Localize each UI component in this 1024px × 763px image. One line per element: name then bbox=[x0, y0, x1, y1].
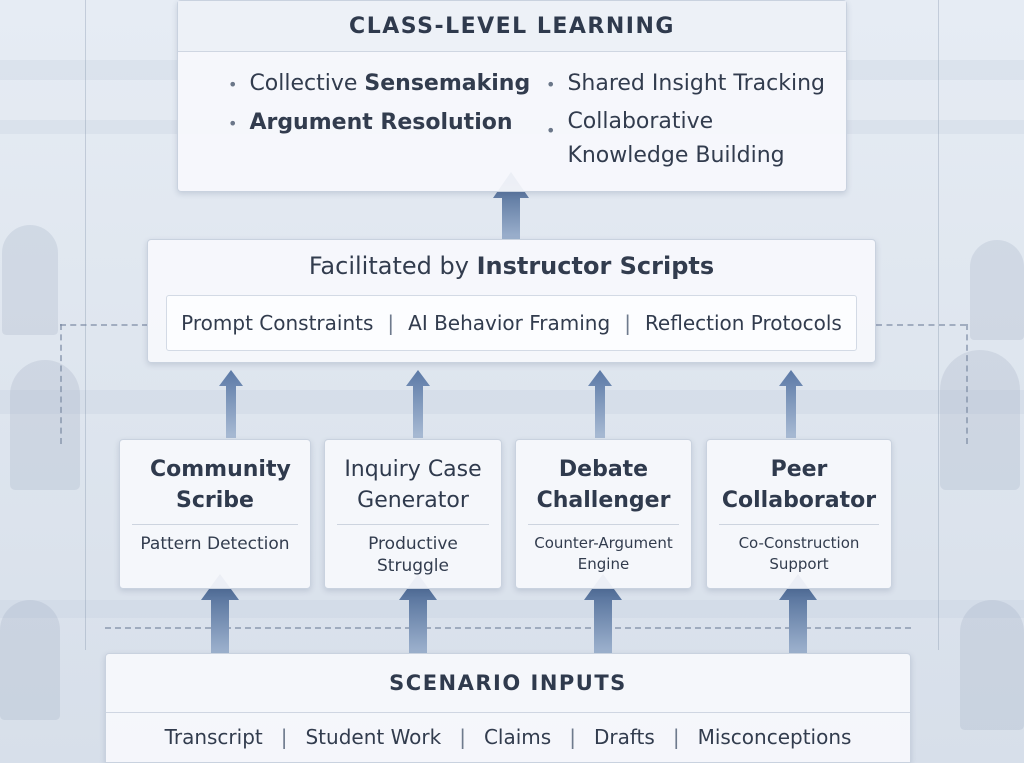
agent-card-inquiry-case-generator: Inquiry Case Generator Productive Strugg… bbox=[324, 439, 502, 589]
agent-card-peer-collaborator: Peer Collaborator Co-Construction Suppor… bbox=[706, 439, 892, 589]
background-band bbox=[0, 390, 1024, 414]
background-figure bbox=[2, 225, 58, 335]
item-bold-text: Sensemaking bbox=[364, 71, 531, 96]
bullet-icon: • bbox=[228, 114, 238, 133]
separator: | bbox=[672, 725, 680, 749]
agent-title: Inquiry Case Generator bbox=[344, 457, 482, 513]
dashed-connector bbox=[876, 324, 966, 326]
scenario-item: Drafts bbox=[593, 725, 655, 749]
class-level-title: CLASS-LEVEL LEARNING bbox=[178, 1, 846, 52]
dashed-connector bbox=[60, 324, 62, 444]
dashed-connector bbox=[60, 324, 148, 326]
background-figure bbox=[0, 600, 60, 720]
agent-divider bbox=[528, 524, 679, 525]
separator: | bbox=[280, 725, 288, 749]
agent-title: Community Scribe bbox=[150, 457, 291, 513]
scenario-item: Claims bbox=[483, 725, 552, 749]
separator: | bbox=[569, 725, 576, 749]
separator: | bbox=[459, 725, 466, 749]
facilitation-items: Prompt Constraints | AI Behavior Framing… bbox=[166, 295, 857, 351]
scenario-title: SCENARIO INPUTS bbox=[106, 654, 910, 713]
bullet-icon: • bbox=[546, 75, 556, 94]
background-figure bbox=[960, 600, 1024, 730]
background-figure bbox=[970, 240, 1024, 340]
agent-divider bbox=[132, 524, 298, 525]
scenario-inputs-panel: SCENARIO INPUTS Transcript | Student Wor… bbox=[105, 653, 911, 763]
agent-card-debate-challenger: Debate Challenger Counter-Argument Engin… bbox=[515, 439, 692, 589]
agent-subtitle: Pattern Detection bbox=[140, 534, 290, 554]
background-figure bbox=[10, 360, 80, 490]
facilitation-title-text: Facilitated by bbox=[308, 252, 477, 280]
facilitation-title: Facilitated by Instructor Scripts bbox=[148, 252, 875, 280]
up-arrow-icon bbox=[584, 574, 622, 654]
dashed-connector bbox=[105, 627, 911, 629]
up-arrow-icon bbox=[779, 370, 803, 438]
facilitation-title-bold: Instructor Scripts bbox=[476, 252, 715, 280]
class-level-item: • Argument Resolution bbox=[228, 110, 513, 135]
item-text: Collaborative Knowledge Building bbox=[567, 109, 785, 168]
up-arrow-icon bbox=[779, 574, 817, 654]
class-level-item: • Collective Sensemaking bbox=[228, 71, 530, 96]
class-level-item: • Collaborative Knowledge Building bbox=[546, 105, 826, 173]
scenario-item: Student Work bbox=[305, 725, 442, 749]
up-arrow-icon bbox=[201, 574, 239, 654]
up-arrow-icon bbox=[588, 370, 612, 438]
background-figure bbox=[940, 350, 1020, 490]
background-band bbox=[0, 600, 1024, 618]
up-arrow-icon bbox=[399, 574, 437, 654]
class-level-item: • Shared Insight Tracking bbox=[546, 71, 825, 96]
agent-title: Peer Collaborator bbox=[721, 457, 877, 513]
item-bold-text: Argument Resolution bbox=[249, 110, 513, 135]
agent-subtitle: Productive Struggle bbox=[368, 534, 458, 576]
scenario-items: Transcript | Student Work | Claims | Dra… bbox=[106, 712, 910, 762]
separator: | bbox=[624, 311, 631, 335]
up-arrow-icon bbox=[406, 370, 430, 438]
class-level-learning-panel: CLASS-LEVEL LEARNING • Collective Sensem… bbox=[177, 0, 847, 192]
facilitation-item: AI Behavior Framing bbox=[408, 311, 611, 335]
item-text: Shared Insight Tracking bbox=[567, 71, 826, 96]
up-arrow-icon bbox=[219, 370, 243, 438]
instructor-scripts-panel: Facilitated by Instructor Scripts Prompt… bbox=[147, 239, 876, 363]
agent-card-community-scribe: Community Scribe Pattern Detection bbox=[119, 439, 311, 589]
agent-subtitle: Counter-Argument Engine bbox=[534, 534, 673, 573]
bullet-icon: • bbox=[228, 75, 238, 94]
agent-title: Debate Challenger bbox=[536, 457, 671, 513]
dashed-connector bbox=[966, 324, 968, 444]
bullet-icon: • bbox=[546, 121, 556, 140]
facilitation-item: Prompt Constraints bbox=[181, 311, 374, 335]
agent-divider bbox=[719, 524, 879, 525]
agent-subtitle: Co-Construction Support bbox=[738, 534, 860, 573]
agent-divider bbox=[337, 524, 489, 525]
item-text: Collective bbox=[249, 71, 365, 96]
separator: | bbox=[387, 311, 395, 335]
facilitation-item: Reflection Protocols bbox=[644, 311, 842, 335]
scenario-item: Misconceptions bbox=[697, 725, 852, 749]
scenario-item: Transcript bbox=[164, 725, 263, 749]
